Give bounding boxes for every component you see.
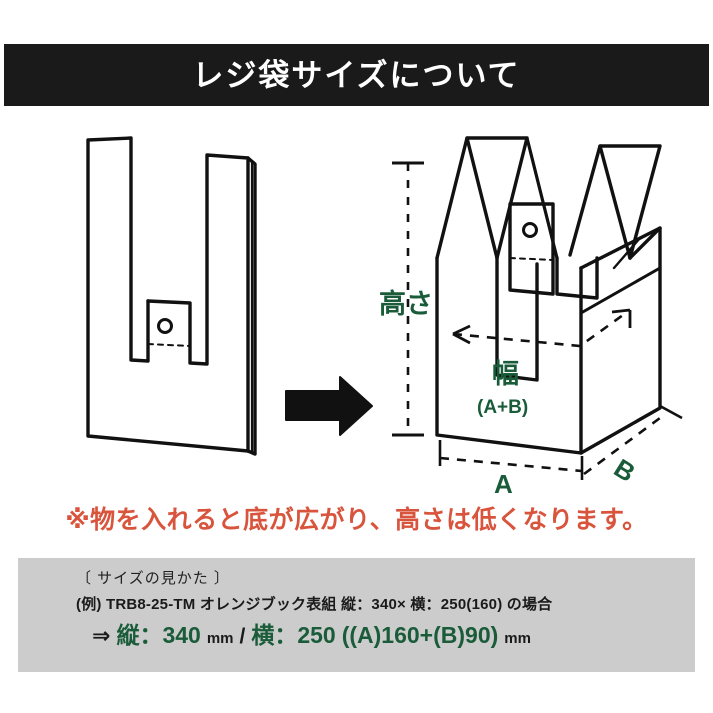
info-result-line: ⇒ 縦：340 mm / 横：250 ((A)160+(B)90) mm — [92, 620, 685, 654]
expanded-bag-illustration — [435, 136, 662, 455]
dimension-a-line — [438, 440, 584, 480]
result-arrow-icon: ⇒ — [92, 623, 111, 648]
info-panel: 〔 サイズの見かた 〕 (例) TRB8-25-TM オレンジブック表組 縦：3… — [18, 558, 695, 672]
page-title: レジ袋サイズについて — [192, 57, 521, 93]
width-label: 幅 — [492, 359, 519, 389]
result-height-value: 縦：340 — [116, 622, 201, 648]
dimension-a-label: A — [494, 469, 513, 498]
info-example-line: (例) TRB8-25-TM オレンジブック表組 縦：340× 横：250(16… — [76, 596, 553, 613]
info-heading: 〔 サイズの見かた 〕 — [76, 570, 230, 587]
flat-bag-illustration — [86, 136, 257, 456]
dimension-b-line — [583, 404, 683, 476]
width-sub-label: (A+B) — [477, 397, 528, 418]
result-width-detail: ((A)160+(B)90) — [341, 622, 499, 648]
header-banner: レジ袋サイズについて — [4, 44, 709, 106]
diagram-stage: 高さ — [0, 118, 713, 498]
dimension-b-label: B — [609, 453, 641, 488]
width-dimension-line — [452, 308, 632, 348]
result-width-value: 横：250 — [251, 622, 336, 648]
result-separator: / — [239, 625, 246, 648]
height-label: 高さ — [379, 288, 433, 319]
result-width-unit: mm — [504, 630, 531, 647]
result-height-unit: mm — [206, 630, 234, 647]
height-dimension-line — [392, 161, 424, 437]
info-panel-content: 〔 サイズの見かた 〕 (例) TRB8-25-TM オレンジブック表組 縦：3… — [76, 566, 685, 654]
transform-arrow-icon — [285, 376, 373, 436]
notice-text: ※物を入れると底が広がり、高さは低くなります。 — [65, 506, 648, 534]
